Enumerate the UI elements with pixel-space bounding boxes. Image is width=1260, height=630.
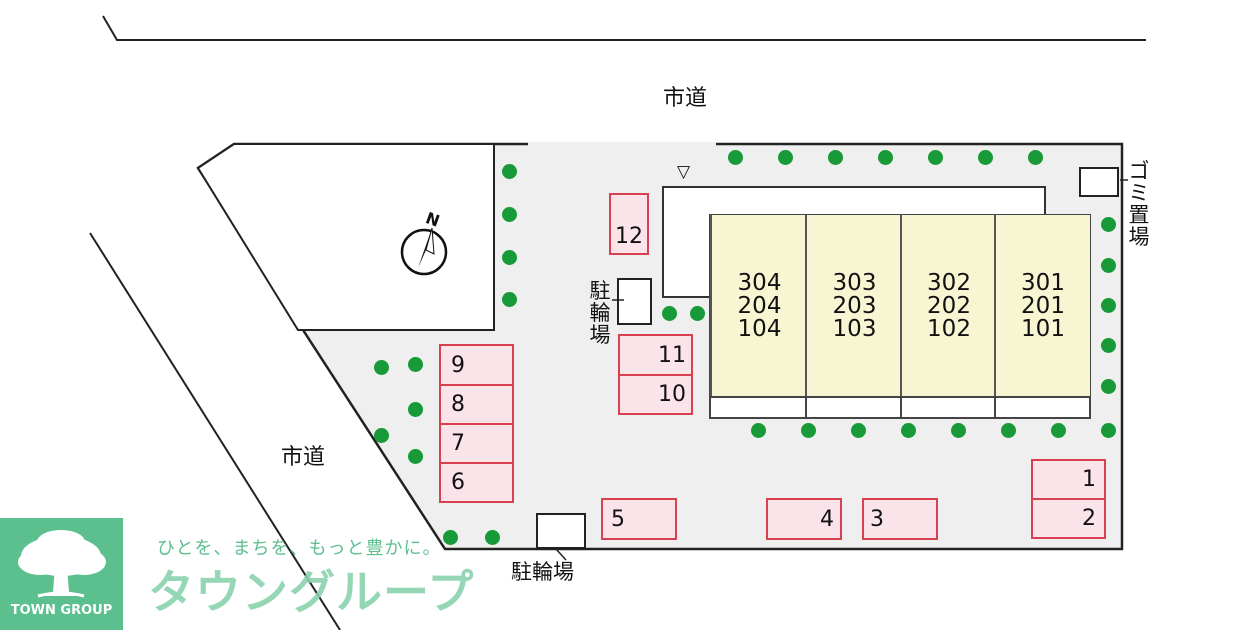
compass-icon [400, 227, 448, 276]
unit-number: 101 [1021, 315, 1065, 342]
parking-number: 11 [658, 342, 686, 368]
tree-icon [801, 423, 816, 438]
tree-icon [1101, 258, 1116, 273]
unit-number: 202 [927, 292, 971, 319]
tree-icon [1101, 379, 1116, 394]
building-unit: 304 204 104 [710, 215, 807, 397]
tree-icon [978, 150, 993, 165]
tree-logo-icon [18, 530, 106, 598]
parking-space: 9 [439, 344, 514, 386]
unit-number: 104 [737, 315, 782, 342]
unit-number: 201 [1021, 292, 1065, 319]
tree-icon [828, 150, 843, 165]
parking-space: 1 [1031, 459, 1106, 500]
bicycle-parking-label: 駐 輪 場 [589, 279, 611, 347]
road-label-north: 市道 [663, 86, 708, 111]
bicycle-parking-label-bottom: 駐輪場 [511, 560, 574, 584]
parking-space: 8 [439, 384, 514, 425]
tree-icon [778, 150, 793, 165]
parking-space: 6 [439, 462, 514, 503]
building-unit: 301 201 101 [994, 215, 1090, 397]
bicycle-parking-shed [536, 513, 586, 549]
tree-icon [662, 306, 677, 321]
tree-icon [951, 423, 966, 438]
tree-icon [408, 402, 423, 417]
tree-icon [443, 530, 458, 545]
entrance-marker: ▽ [677, 162, 691, 182]
unit-number: 302 [927, 269, 971, 296]
unit-number: 203 [832, 292, 877, 319]
unit-number: 102 [927, 315, 971, 342]
parking-number: 8 [451, 392, 465, 417]
tree-icon [502, 207, 517, 222]
parking-number: 10 [658, 382, 686, 407]
parking-number: 4 [820, 506, 834, 532]
tree-icon [901, 423, 916, 438]
tree-icon [502, 164, 517, 179]
tree-icon [690, 306, 705, 321]
west-road-edge-outer [89, 232, 341, 630]
parking-number: 12 [615, 224, 643, 249]
parking-number: 6 [451, 470, 465, 495]
unit-number: 303 [832, 269, 877, 296]
tree-icon [485, 530, 500, 545]
unit-number: 301 [1021, 269, 1065, 296]
parking-number: 7 [451, 431, 465, 456]
tree-icon [502, 292, 517, 307]
tree-icon [878, 150, 893, 165]
parking-number: 9 [451, 352, 465, 378]
brand-name-jp: タウングループ [148, 565, 475, 619]
parking-number: 1 [1082, 467, 1096, 492]
tree-icon [374, 360, 389, 375]
tree-icon [408, 357, 423, 372]
parking-space: 4 [766, 498, 842, 540]
tree-icon [928, 150, 943, 165]
parking-space: 10 [618, 374, 693, 415]
tree-icon [851, 423, 866, 438]
road-label-west: 市道 [281, 445, 326, 470]
unit-number: 204 [737, 292, 782, 319]
tree-icon [502, 250, 517, 265]
tree-icon [1101, 217, 1116, 232]
unit-number: 103 [832, 315, 877, 342]
tree-icon [1101, 338, 1116, 353]
tree-icon [1028, 150, 1043, 165]
neighbor-lot [196, 143, 495, 331]
tree-icon [751, 423, 766, 438]
parking-number: 5 [611, 506, 625, 532]
parking-space: 2 [1031, 498, 1106, 539]
unit-number: 304 [737, 269, 782, 296]
parking-number: 2 [1082, 506, 1096, 531]
north-road-edge [102, 15, 1146, 41]
brand-tagline: ひとを、まちを、もっと豊かに。 [157, 538, 442, 559]
tree-icon [1051, 423, 1066, 438]
building-unit: 303 203 103 [805, 215, 902, 397]
parking-space: 12 [609, 193, 649, 255]
tree-icon [1101, 423, 1116, 438]
building-unit: 302 202 102 [900, 215, 996, 397]
tree-icon [374, 428, 389, 443]
tree-icon [728, 150, 743, 165]
brand-logo: TOWN GROUP [0, 518, 123, 630]
garbage-shed [1079, 167, 1119, 197]
tree-icon [408, 449, 423, 464]
parking-number: 3 [870, 506, 884, 532]
parking-space: 5 [601, 498, 677, 540]
bicycle-parking-shed [617, 278, 652, 325]
garbage-area-label: ゴ ミ 置 場 [1128, 159, 1150, 249]
tree-icon [1101, 298, 1116, 313]
brand-name-en: TOWN GROUP [10, 603, 113, 618]
parking-space: 7 [439, 423, 514, 464]
tree-icon [1001, 423, 1016, 438]
parking-space: 11 [618, 334, 693, 376]
parking-space: 3 [862, 498, 938, 540]
